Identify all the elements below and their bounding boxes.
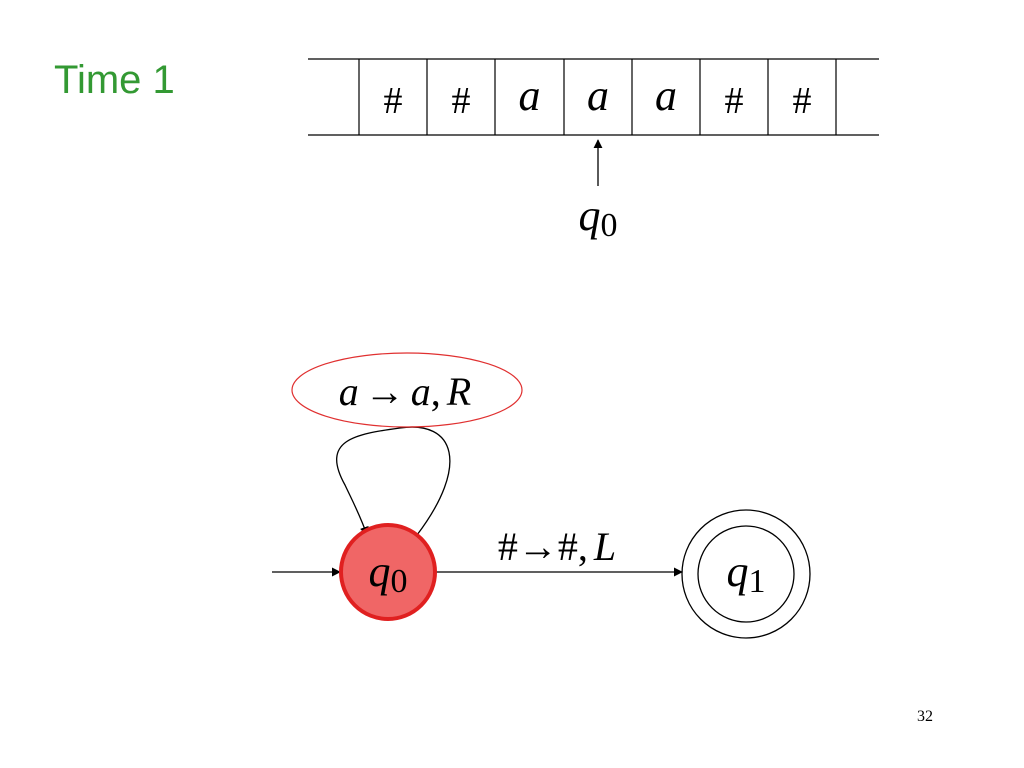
state-q1-outer-circle bbox=[681, 509, 811, 639]
state-q0-label: q0 bbox=[369, 547, 408, 600]
tape-cell-2: # bbox=[452, 80, 471, 122]
head-state-base: q bbox=[579, 191, 601, 240]
self-loop-arrow bbox=[336, 426, 451, 536]
tape-cell-6: # bbox=[725, 80, 744, 122]
tape-cell-3: a bbox=[519, 71, 541, 120]
state-q1-base: q bbox=[727, 547, 749, 596]
self-loop-move: R bbox=[446, 369, 471, 414]
state-q0-base: q bbox=[369, 547, 391, 596]
state-q1: q1 bbox=[681, 509, 811, 639]
state-q0-subscript: 0 bbox=[391, 563, 408, 600]
self-loop-comma: , bbox=[431, 369, 441, 414]
head-state-subscript: 0 bbox=[601, 207, 618, 244]
tape-cell-dividers bbox=[358, 59, 837, 135]
transition-read: # bbox=[498, 524, 518, 569]
transition-arrow-symbol: → bbox=[518, 524, 558, 569]
tape-cell-4: a bbox=[587, 71, 609, 120]
self-loop-arrow-symbol: → bbox=[365, 369, 405, 414]
state-q1-subscript: 1 bbox=[749, 563, 766, 600]
state-q1-inner-circle bbox=[697, 525, 795, 623]
self-loop-label-highlight bbox=[291, 352, 523, 428]
transition-q0-to-q1: #→#,L bbox=[436, 524, 683, 577]
state-q0: q0 bbox=[339, 523, 437, 621]
tape-head: q0 bbox=[579, 139, 618, 244]
tape-cell-5: a bbox=[655, 71, 677, 120]
transition-q0-self-loop: a→a,R bbox=[291, 352, 523, 536]
tape-cell-1: # bbox=[384, 80, 403, 122]
transition-move: L bbox=[593, 524, 616, 569]
state-q1-label: q1 bbox=[727, 547, 766, 600]
self-loop-label: a→a,R bbox=[339, 369, 471, 414]
transition-comma: , bbox=[578, 524, 588, 569]
self-loop-read: a bbox=[339, 369, 359, 414]
tape-cell-7: # bbox=[793, 80, 812, 122]
slide-title: Time 1 bbox=[54, 58, 175, 102]
self-loop-write: a bbox=[411, 369, 431, 414]
state-q0-circle bbox=[339, 523, 437, 621]
transition-write: # bbox=[558, 524, 578, 569]
transition-label: #→#,L bbox=[498, 524, 616, 569]
head-state-label: q0 bbox=[579, 191, 618, 244]
page-number: 32 bbox=[917, 708, 933, 725]
